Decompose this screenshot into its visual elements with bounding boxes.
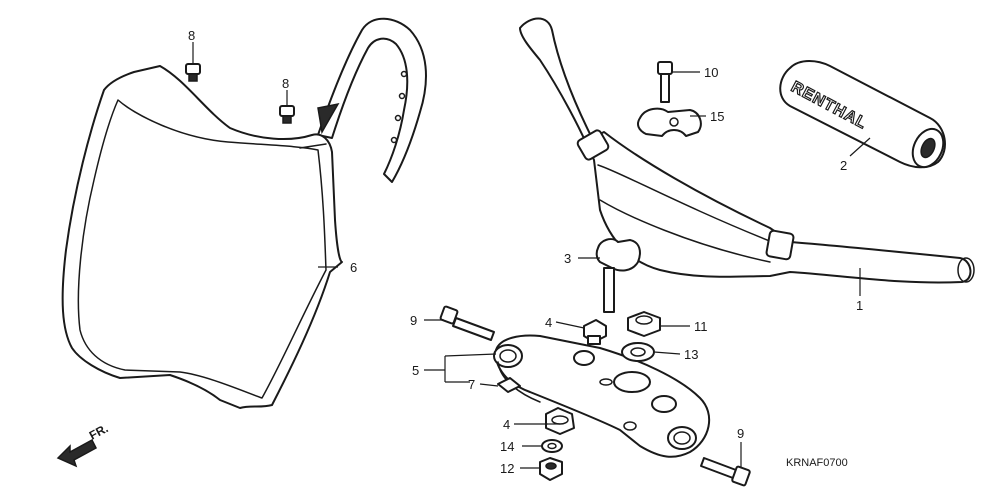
number-plate-emblem	[317, 102, 340, 135]
nut-11	[627, 311, 661, 337]
number-plate-body	[61, 65, 343, 409]
bridge-right-hole	[651, 395, 677, 413]
top-bridge-body	[494, 334, 710, 458]
number-plate-strap	[317, 17, 427, 183]
bolt-10	[657, 61, 673, 103]
bridge-center-hole	[573, 350, 595, 366]
bolt-8-upper	[185, 63, 201, 82]
diagram-code: KRNAF0700	[786, 457, 848, 469]
plate-7	[497, 377, 521, 393]
grip-body	[779, 60, 946, 169]
front-direction-arrow: FR.	[56, 421, 111, 468]
strap-hole	[398, 92, 406, 100]
callout-11: 11	[694, 319, 708, 334]
direction-label: FR.	[87, 421, 111, 442]
callout-9-lower: 9	[737, 426, 744, 441]
bolt-8-lower	[279, 105, 295, 124]
top-bridge	[493, 334, 710, 458]
nut-4-lower	[545, 407, 575, 435]
callout-2: 2	[840, 158, 847, 173]
washer-14	[541, 439, 563, 453]
callout-9-upper: 9	[410, 313, 417, 328]
nut-4-upper	[583, 319, 607, 345]
strap-hole	[394, 114, 402, 122]
washer-13	[621, 342, 655, 362]
number-plate-face	[77, 99, 327, 399]
callout-4-upper: 4	[545, 315, 552, 330]
callout-13: 13	[684, 347, 698, 362]
callout-3: 3	[564, 251, 571, 266]
handlebar-clamp-mark-right	[765, 229, 795, 261]
callout-1: 1	[856, 298, 863, 313]
callout-4-lower: 4	[503, 417, 510, 432]
bridge-stem-hole	[613, 371, 651, 393]
callout-5: 5	[412, 363, 419, 378]
callout-10: 10	[704, 65, 718, 80]
callouts: 1 2 3 4 4 5 6 7 8 8 9 9 10 11 12 13 14 1…	[188, 28, 863, 476]
bridge-left-hole	[493, 344, 523, 368]
number-plate	[61, 17, 427, 409]
grip: RENTHAL	[779, 60, 946, 169]
handlebar-lower-holder	[595, 238, 641, 313]
handlebar	[519, 17, 975, 284]
callout-14: 14	[500, 439, 514, 454]
callout-6: 6	[350, 260, 357, 275]
handlebar-upper-holder	[637, 107, 702, 137]
callout-12: 12	[500, 461, 514, 476]
bolt-9-upper	[439, 305, 495, 341]
bridge-right-clamp	[667, 426, 697, 450]
nut-12	[539, 457, 563, 481]
plate-ridge	[299, 143, 327, 149]
callout-7: 7	[468, 377, 475, 392]
strap-hole	[400, 70, 408, 78]
callout-8-lower: 8	[282, 76, 289, 91]
strap-hole	[390, 136, 398, 144]
callout-8-upper: 8	[188, 28, 195, 43]
bolt-9-lower	[700, 457, 751, 487]
holder-stud	[603, 267, 615, 313]
handlebar-clamp-mark-left	[576, 129, 610, 161]
leader-lines	[192, 42, 871, 469]
callout-15: 15	[710, 109, 724, 124]
